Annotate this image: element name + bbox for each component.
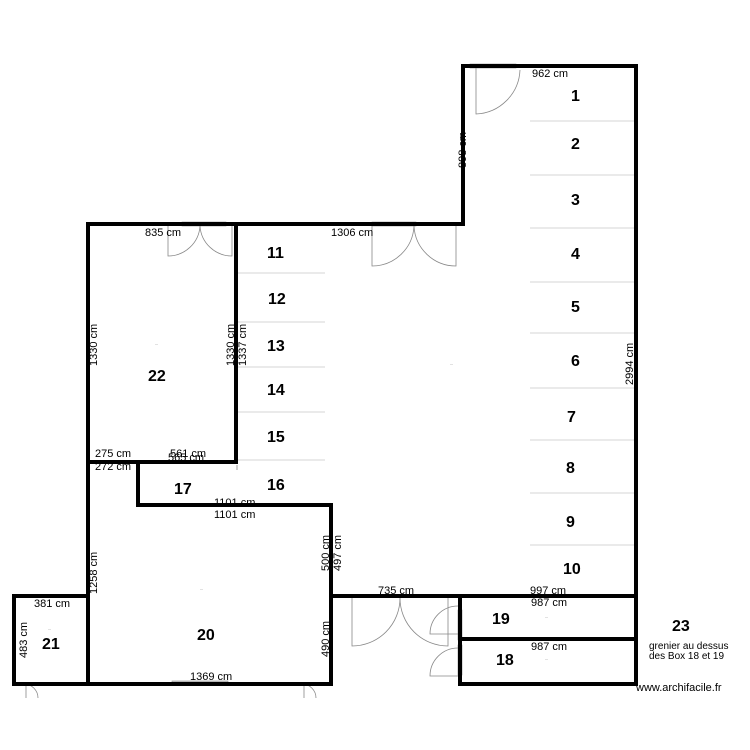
attic-note-line1: grenier au dessus (649, 641, 729, 652)
dim-835: 835 cm (145, 227, 181, 239)
dim-1330-right: 1330 cm (225, 324, 237, 366)
dim-272: 272 cm (95, 461, 131, 473)
attic-note-line2: des Box 18 et 19 (649, 651, 724, 662)
dim-1306: 1306 cm (331, 227, 373, 239)
svg-text:---: --- (155, 342, 158, 346)
room-3-number: 3 (571, 192, 580, 209)
dim-997: 997 cm (530, 585, 566, 597)
dim-275: 275 cm (95, 448, 131, 460)
dim-987-top: 987 cm (531, 597, 567, 609)
dim-1330-left: 1330 cm (88, 324, 100, 366)
svg-text:---: --- (545, 615, 548, 619)
dim-1369: 1369 cm (190, 671, 232, 683)
room-7-number: 7 (567, 409, 576, 426)
svg-text:---: --- (450, 362, 453, 366)
room-4-number: 4 (571, 246, 580, 263)
room-16-number: 16 (267, 477, 285, 494)
dim-565: 565 cm (168, 452, 204, 464)
room-20-number: 20 (197, 627, 215, 644)
room-13-number: 13 (267, 338, 285, 355)
room-21-number: 21 (42, 636, 60, 653)
dim-2994: 2994 cm (624, 343, 636, 385)
room-5-number: 5 (571, 299, 580, 316)
dim-735: 735 cm (378, 585, 414, 597)
walls (12, 64, 638, 686)
svg-text:---: --- (200, 587, 203, 591)
area-markers: --- --- --- --- --- --- (48, 342, 548, 661)
room-2-number: 2 (571, 136, 580, 153)
dim-987-bottom: 987 cm (531, 641, 567, 653)
room-17-number: 17 (174, 481, 192, 498)
room-15-number: 15 (267, 429, 285, 446)
doors (23, 68, 521, 699)
room-18-number: 18 (496, 652, 514, 669)
svg-text:---: --- (545, 657, 548, 661)
partition-lines (238, 120, 636, 546)
dim-1101-bottom: 1101 cm (214, 509, 255, 521)
svg-text:---: --- (48, 627, 51, 631)
room-1-number: 1 (571, 88, 580, 105)
dim-483: 483 cm (18, 622, 30, 658)
dim-500: 500 cm (320, 535, 332, 571)
room-14-number: 14 (267, 382, 285, 399)
room-6-number: 6 (571, 353, 580, 370)
dim-561: 561 cm (170, 448, 206, 460)
dim-962: 962 cm (532, 68, 568, 80)
dim-1258: 1258 cm (88, 552, 100, 594)
dim-898: 898 cm (457, 132, 469, 168)
dim-1101-top: 1101 cm (214, 497, 255, 509)
room-19-number: 19 (492, 611, 510, 628)
watermark: www.archifacile.fr (635, 682, 722, 694)
room-12-number: 12 (268, 291, 286, 308)
dim-497: 497 cm (332, 535, 344, 571)
room-11-number: 11 (267, 245, 284, 262)
dim-1337: 1337 cm (237, 324, 249, 366)
dim-490: 490 cm (320, 621, 332, 657)
room-23-number: 23 (672, 618, 690, 635)
room-22-number: 22 (148, 368, 166, 385)
dim-381: 381 cm (34, 598, 70, 610)
room-9-number: 9 (566, 514, 575, 531)
room-8-number: 8 (566, 460, 575, 477)
room-10-number: 10 (563, 561, 581, 578)
